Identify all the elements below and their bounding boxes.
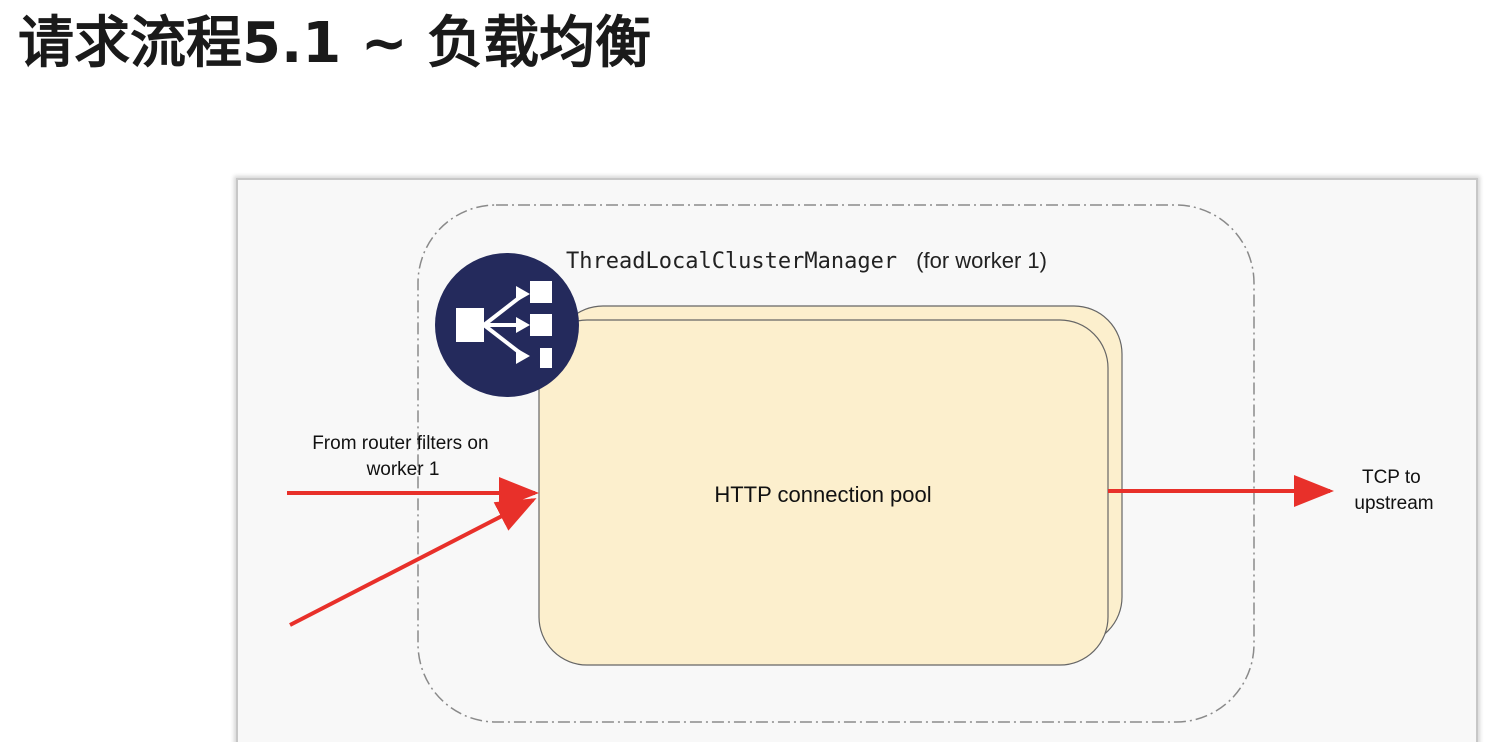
container-label-code: ThreadLocalClusterManager <box>566 249 897 274</box>
input-arrow-diagonal <box>289 498 537 627</box>
cluster-manager-container <box>417 204 1255 723</box>
container-label: ThreadLocalClusterManager (for worker 1) <box>566 248 1047 274</box>
output-label-line2: upstream <box>1354 493 1433 514</box>
input-label-line1: From router filters on <box>312 433 488 454</box>
slide-title: 请求流程5.1 ~ 负载均衡 <box>18 11 652 76</box>
connection-pool-label: HTTP connection pool <box>714 482 931 507</box>
input-label-line2: worker 1 <box>366 459 440 480</box>
output-label-line1: TCP to <box>1362 467 1421 488</box>
output-label: TCP to upstream <box>1354 467 1433 514</box>
load-balancer-icon <box>435 253 579 397</box>
container-label-suffix: (for worker 1) <box>916 248 1047 273</box>
input-label: From router filters on worker 1 <box>312 433 494 480</box>
